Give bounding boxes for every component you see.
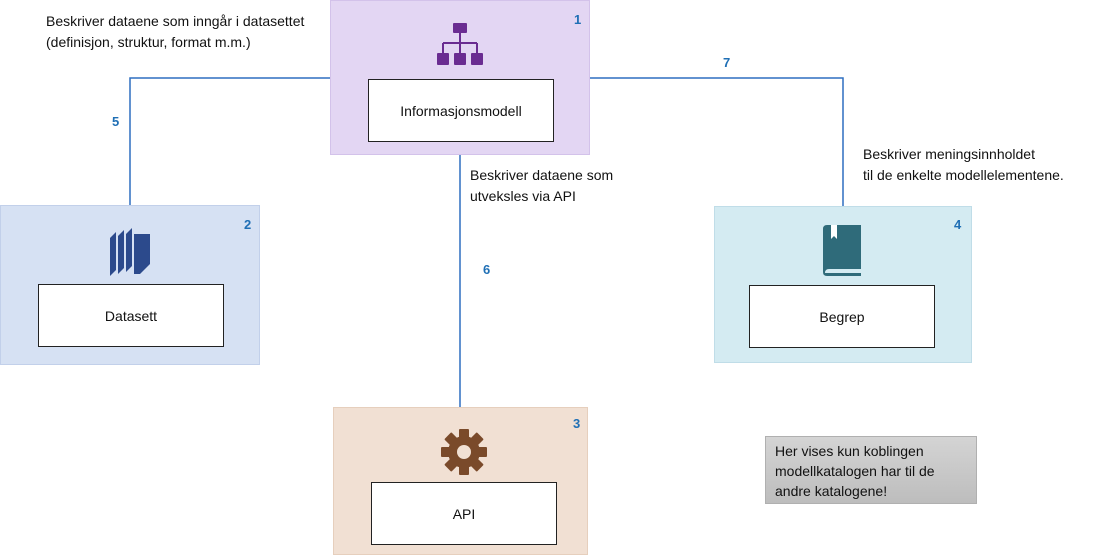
api-node: API 3 bbox=[333, 407, 588, 555]
edge-informasjonsmodell-begrep bbox=[590, 77, 844, 206]
annotation-api-line-1: Beskriver dataene som bbox=[470, 167, 614, 183]
annotation-api-line-2: utveksles via API bbox=[470, 188, 576, 204]
node-number-4: 4 bbox=[954, 217, 962, 232]
node-number-1: 1 bbox=[574, 12, 582, 27]
gear-icon bbox=[441, 429, 487, 475]
edge-informasjonsmodell-datasett bbox=[129, 77, 330, 205]
datasett-node: Datasett 2 bbox=[0, 205, 260, 365]
annotation-datasett-line-2: (definisjon, struktur, format m.m.) bbox=[46, 34, 251, 50]
datasett-label-box[interactable]: Datasett bbox=[38, 284, 224, 347]
edge-number-7: 7 bbox=[723, 55, 731, 70]
annotation-begrep-line-2: til de enkelte modellelementene. bbox=[863, 167, 1064, 183]
callout-line-1: Her vises kun koblingen bbox=[775, 443, 924, 459]
callout-line-3: andre katalogene! bbox=[775, 483, 888, 499]
datasett-label: Datasett bbox=[104, 307, 158, 324]
informasjonsmodell-label: Informasjonsmodell bbox=[400, 102, 522, 119]
info-callout: Her vises kun koblingen modellkatalogen … bbox=[765, 436, 977, 504]
annotation-datasett-line-1: Beskriver dataene som inngår i datasette… bbox=[46, 13, 305, 29]
annotation-api-edge: Beskriver dataene som utveksles via API bbox=[470, 165, 613, 207]
edge-number-6: 6 bbox=[483, 262, 491, 277]
api-label-box[interactable]: API bbox=[371, 482, 557, 545]
begrep-node: Begrep 4 bbox=[714, 206, 972, 363]
node-number-2: 2 bbox=[244, 217, 252, 232]
begrep-label-box[interactable]: Begrep bbox=[749, 285, 935, 348]
hierarchy-icon bbox=[437, 23, 483, 65]
annotation-begrep-edge: Beskriver meningsinnholdet til de enkelt… bbox=[863, 144, 1064, 186]
callout-line-2: modellkatalogen har til de bbox=[775, 463, 935, 479]
node-number-3: 3 bbox=[573, 416, 581, 431]
api-label: API bbox=[452, 505, 476, 522]
annotation-begrep-line-1: Beskriver meningsinnholdet bbox=[863, 146, 1035, 162]
book-icon bbox=[823, 225, 861, 276]
informasjonsmodell-node: Informasjonsmodell 1 bbox=[330, 0, 590, 155]
annotation-datasett-edge: Beskriver dataene som inngår i datasette… bbox=[46, 11, 304, 53]
begrep-label: Begrep bbox=[819, 308, 865, 325]
edge-number-5: 5 bbox=[112, 114, 120, 129]
informasjonsmodell-label-box[interactable]: Informasjonsmodell bbox=[368, 79, 554, 142]
stacked-documents-icon bbox=[110, 228, 150, 276]
